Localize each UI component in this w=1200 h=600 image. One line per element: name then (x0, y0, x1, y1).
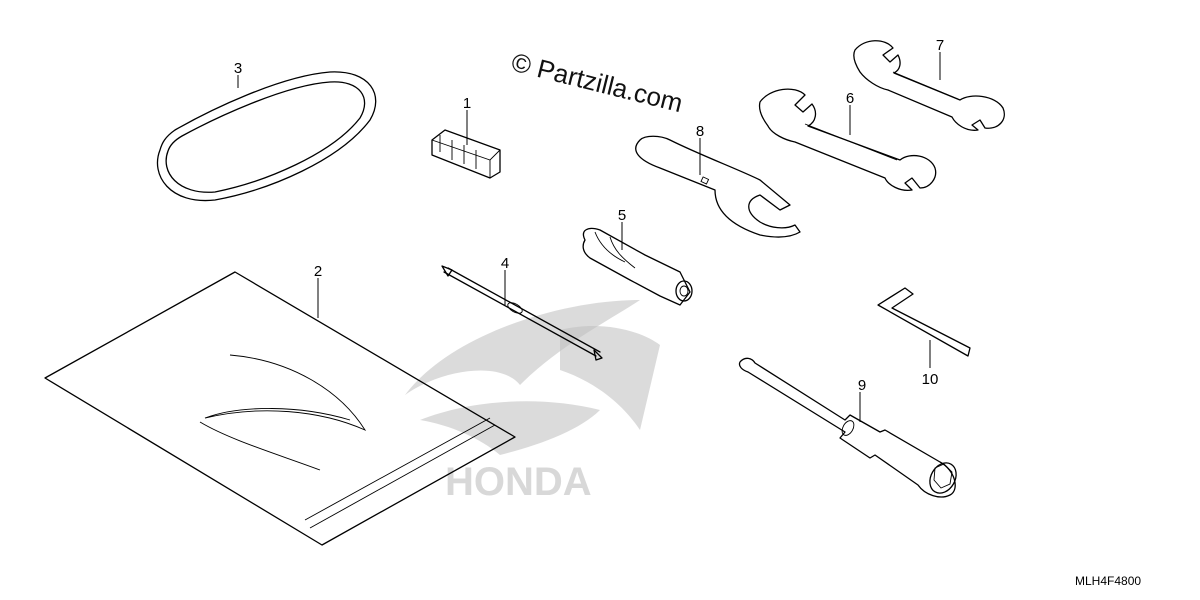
part-3-belt-ring[interactable] (156, 71, 377, 202)
diagram-code: MLH4F4800 (1075, 574, 1141, 588)
callout-1: 1 (463, 95, 471, 112)
part-7-open-end-wrench-small[interactable] (853, 40, 1005, 131)
callout-3: 3 (234, 60, 242, 77)
honda-wordmark: HONDA (445, 460, 592, 504)
callout-2: 2 (314, 263, 322, 280)
part-4-screwdriver-blade[interactable] (441, 265, 603, 361)
part-9-plug-wrench[interactable] (738, 357, 961, 498)
part-10-hex-key[interactable] (877, 287, 971, 357)
callout-9: 9 (858, 377, 866, 394)
honda-logo-watermark: HONDA (405, 300, 660, 504)
callout-5: 5 (618, 207, 626, 224)
callout-10: 10 (922, 371, 939, 388)
partzilla-watermark: © Partzilla.com (509, 47, 686, 118)
part-1-clip[interactable] (431, 129, 501, 179)
part-6-open-end-wrench[interactable] (758, 88, 937, 191)
part-2-manual-bag[interactable] (44, 271, 516, 546)
callout-6: 6 (846, 90, 854, 107)
callout-4: 4 (501, 255, 509, 272)
callout-8: 8 (696, 123, 704, 140)
callout-7: 7 (936, 37, 944, 54)
part-8-pin-spanner[interactable] (635, 135, 801, 238)
part-5-screwdriver-handle[interactable] (582, 227, 693, 306)
